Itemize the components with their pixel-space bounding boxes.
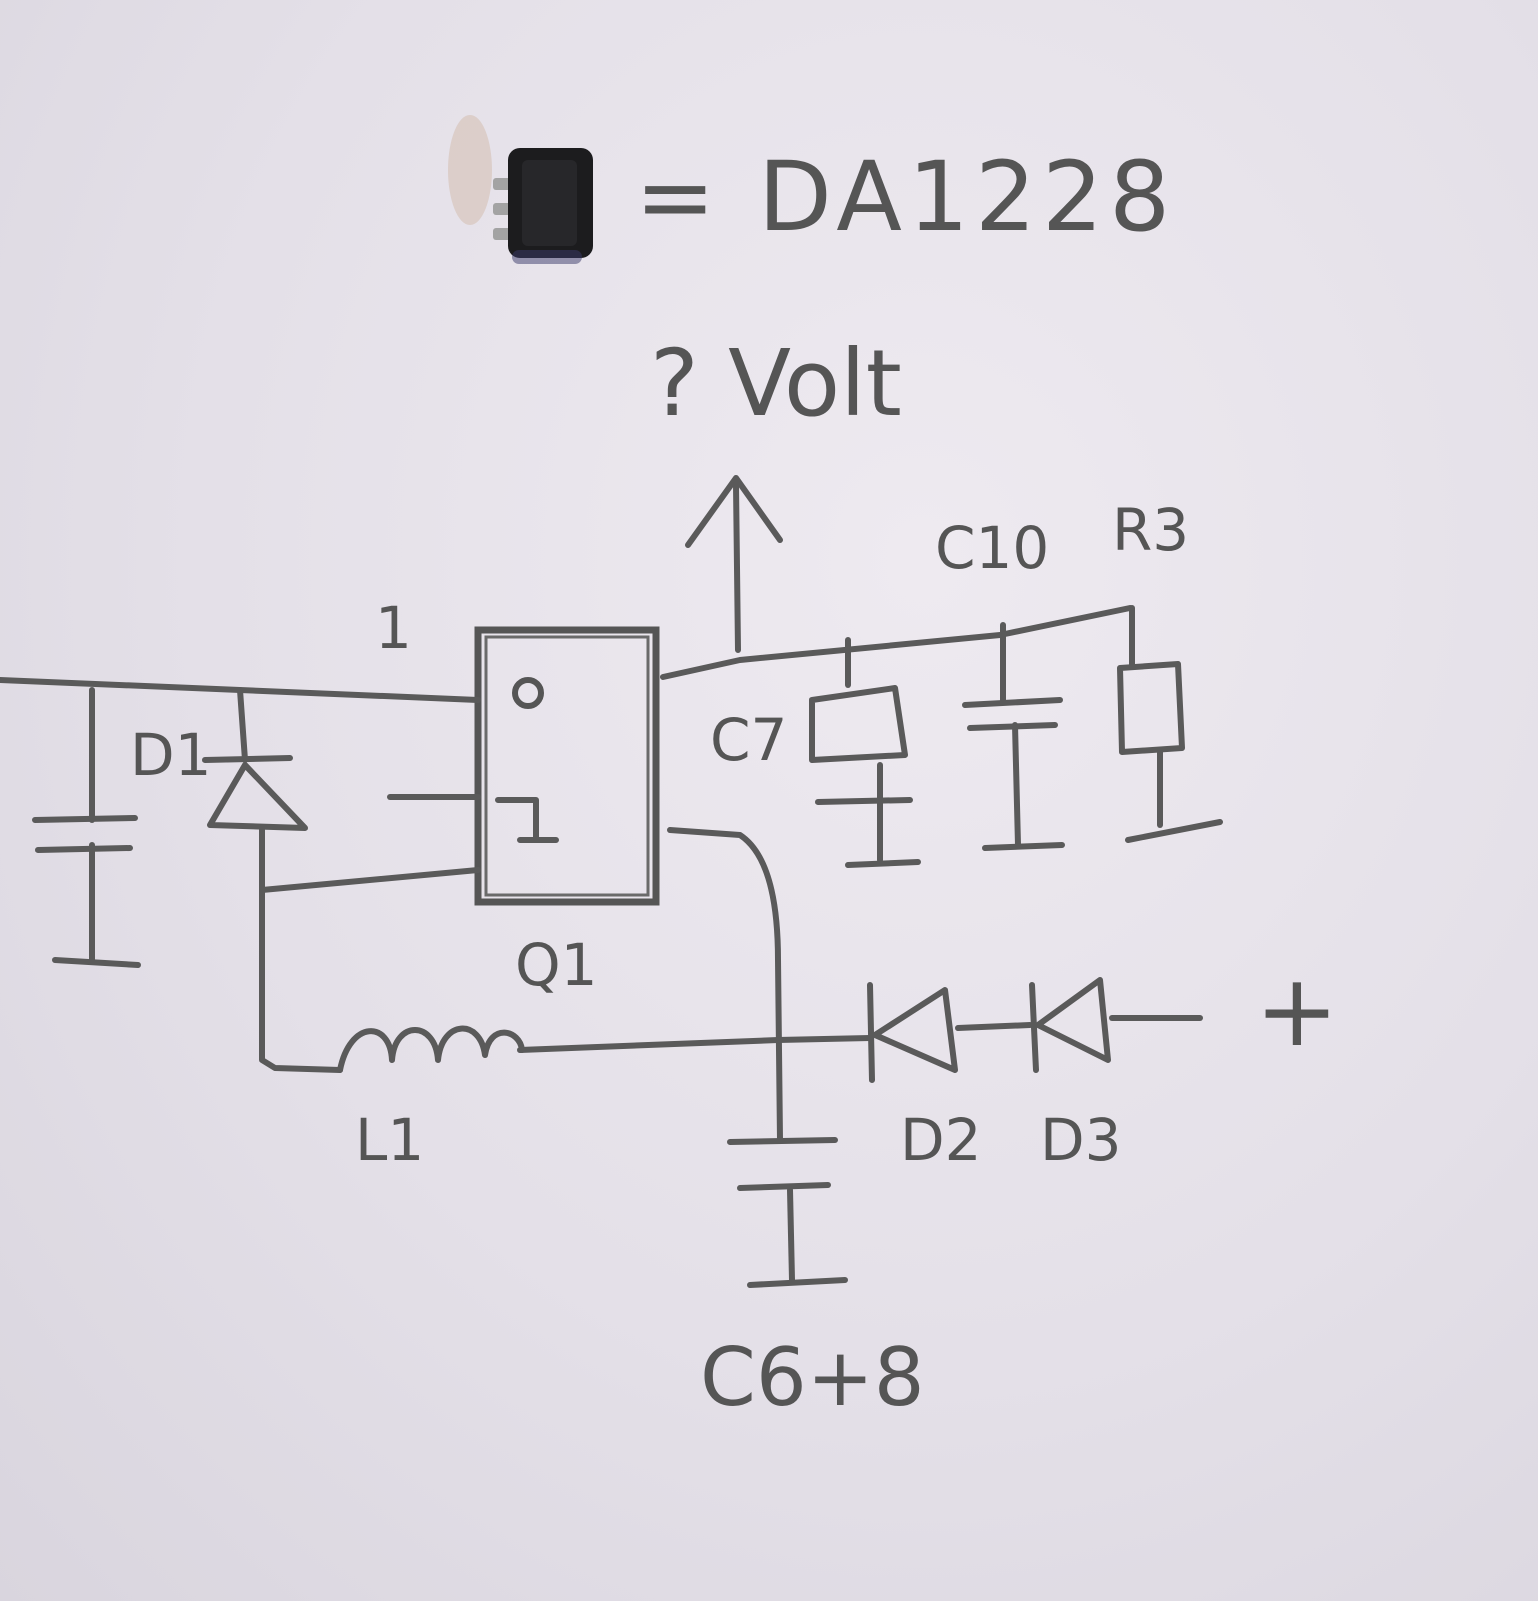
plus-terminal: + <box>1255 952 1339 1069</box>
c6-8-capacitor-symbol <box>727 1137 848 1288</box>
plus-label: + <box>1255 952 1339 1069</box>
d3-label: D3 <box>1040 1106 1122 1174</box>
chip-label: = DA1228 <box>635 141 1176 253</box>
sot23-chip-photo <box>448 115 593 264</box>
r3-resistor-symbol <box>1117 661 1223 843</box>
c10-label: C10 <box>935 514 1049 582</box>
q1-label: Q1 <box>515 931 598 999</box>
c7-label: C7 <box>710 706 787 774</box>
left-capacitor-symbol <box>32 815 141 968</box>
output-arrow <box>685 475 783 653</box>
d2-label: D2 <box>900 1106 982 1174</box>
pin1-label: 1 <box>375 594 412 662</box>
c10-capacitor-symbol <box>962 697 1065 851</box>
r3-label: R3 <box>1112 496 1189 564</box>
d1-diode-symbol <box>202 755 308 831</box>
output-voltage-label: ? Volt <box>650 330 902 437</box>
c6-8-label: C6+8 <box>700 1331 925 1424</box>
l1-label: L1 <box>355 1106 424 1174</box>
wires <box>0 605 1203 1143</box>
c7-capacitor-symbol <box>809 685 921 868</box>
l1-inductor-symbol <box>337 1025 525 1073</box>
d1-label: D1 <box>130 721 212 789</box>
q1-ic-box <box>474 626 660 906</box>
d2-diode-symbol <box>867 982 958 1083</box>
d3-diode-symbol <box>1029 977 1111 1073</box>
